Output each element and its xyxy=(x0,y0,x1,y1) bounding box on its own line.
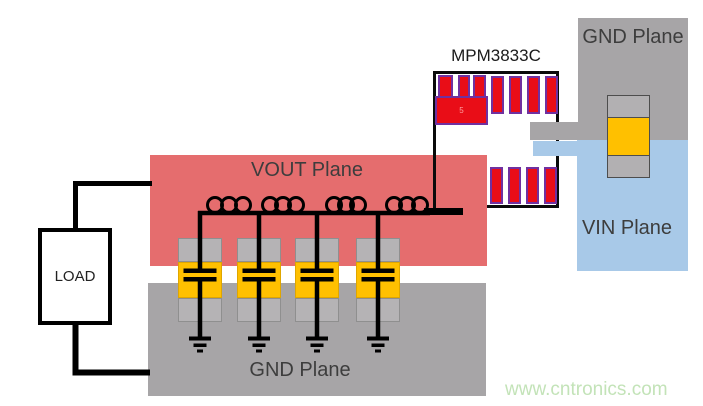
chip-pad-top xyxy=(491,76,504,114)
load-box: LOAD xyxy=(38,228,112,325)
output-cap-body xyxy=(295,298,339,322)
chip-pad-bottom xyxy=(544,167,557,204)
vin-plane-label: VIN Plane xyxy=(581,217,673,239)
load-bottom-wire xyxy=(72,323,150,376)
chip-pad-bottom xyxy=(508,167,521,204)
output-cap-body xyxy=(356,238,400,262)
output-cap-body xyxy=(237,298,281,322)
input-cap-body xyxy=(607,155,650,178)
chip-thermal-pad: 5 xyxy=(435,96,488,125)
chip-pad-bottom xyxy=(490,167,503,204)
vout-plane-label: VOUT Plane xyxy=(251,159,363,181)
vin-tab xyxy=(533,141,578,156)
output-cap-body xyxy=(356,298,400,322)
gnd-plane-bottom-label: GND Plane xyxy=(249,359,351,381)
pad-marking: 5 xyxy=(459,106,464,115)
load-top-wire xyxy=(73,181,152,230)
chip-pad-top xyxy=(545,76,558,114)
chip-pad-top xyxy=(509,76,522,114)
output-cap-body xyxy=(178,298,222,322)
output-cap-body xyxy=(356,262,400,298)
chip-pad-bottom xyxy=(526,167,539,204)
chip-outline-bottom xyxy=(487,205,559,208)
output-cap-body xyxy=(295,262,339,298)
chip-pad-top xyxy=(527,76,540,114)
output-cap-body xyxy=(237,262,281,298)
load-label: LOAD xyxy=(54,268,96,285)
input-cap-body xyxy=(607,95,650,118)
chip-name-label: MPM3833C xyxy=(451,46,541,65)
output-cap-body xyxy=(178,238,222,262)
chip-outline-left xyxy=(433,71,436,210)
input-cap-body xyxy=(607,117,650,156)
watermark-text: www.cntronics.com xyxy=(505,379,668,400)
output-cap-body xyxy=(178,262,222,298)
output-cap-body xyxy=(295,238,339,262)
output-cap-body xyxy=(237,238,281,262)
gnd-tab xyxy=(530,122,579,140)
chip-outline-top xyxy=(433,71,559,74)
gnd-plane-right-label: GND Plane xyxy=(582,26,684,48)
